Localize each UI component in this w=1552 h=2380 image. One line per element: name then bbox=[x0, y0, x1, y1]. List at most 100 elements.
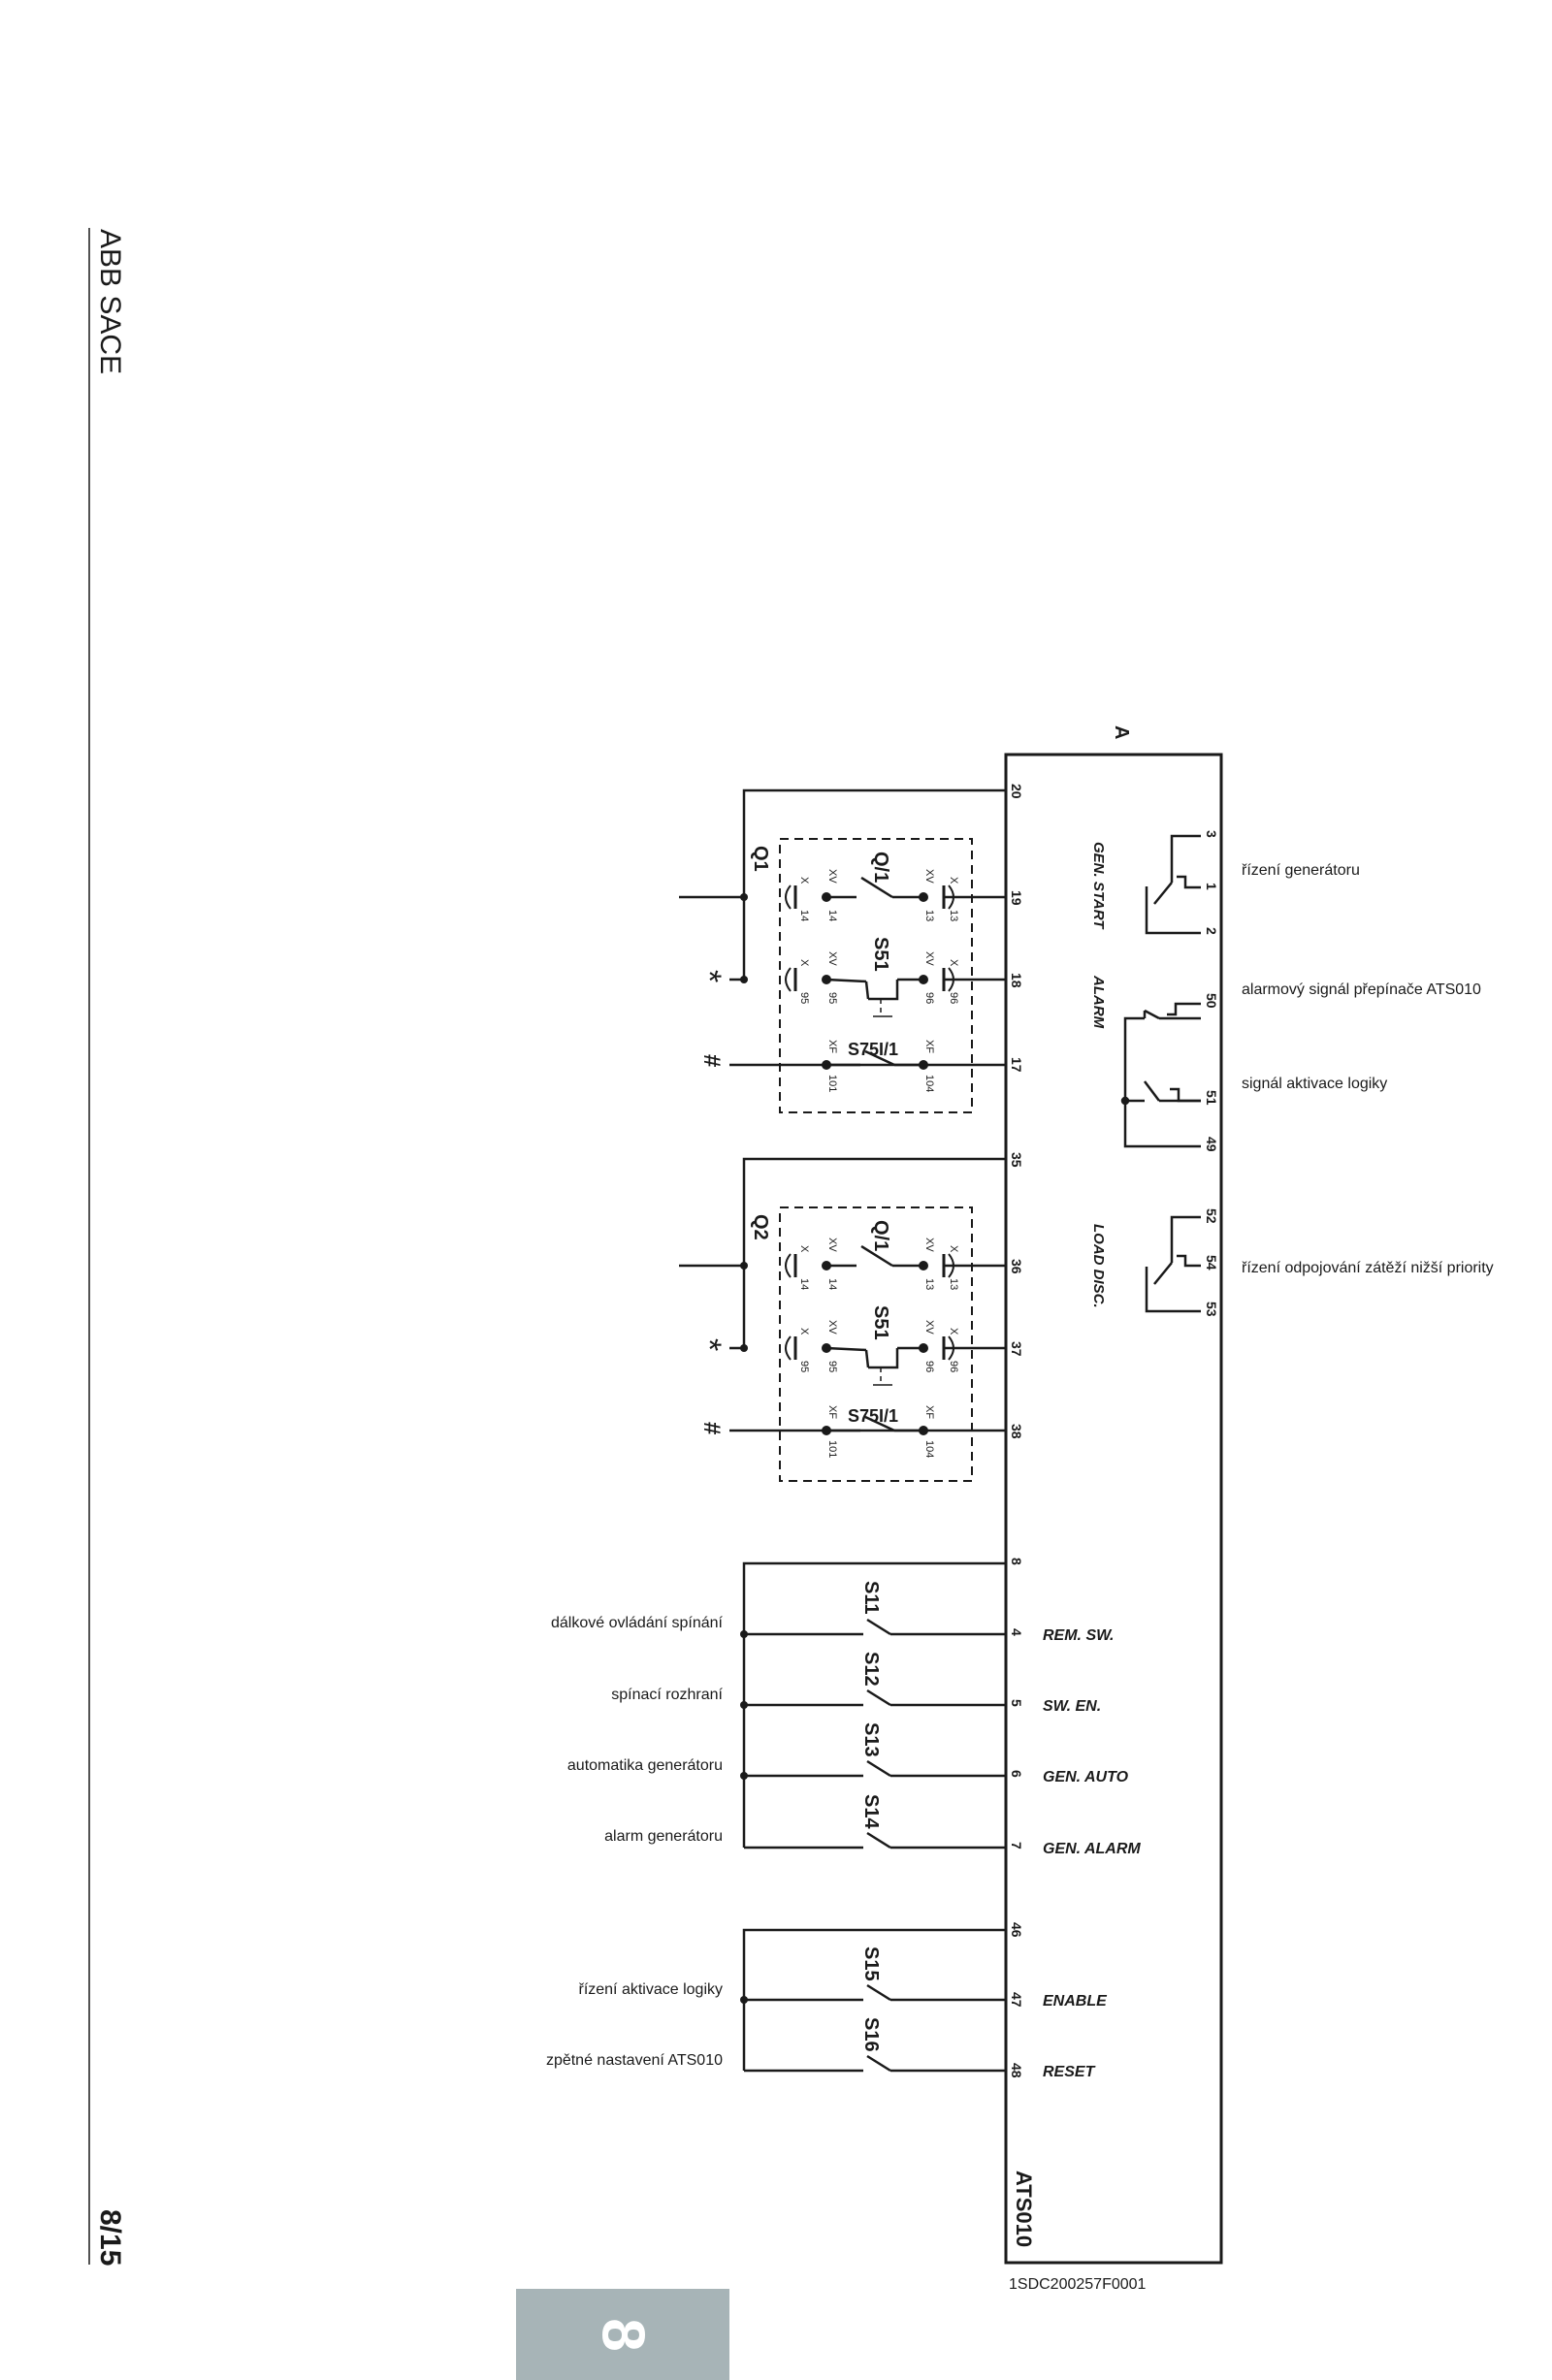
q2-n95a: 95 bbox=[826, 1361, 838, 1372]
doc-code: 1SDC200257F0001 bbox=[1009, 2276, 1147, 2293]
q1-star: * bbox=[691, 970, 728, 982]
section-tab-label: 8 bbox=[589, 2317, 657, 2352]
q2-xv2-label: XV bbox=[826, 1238, 838, 1252]
q2-s75-label: S75I/1 bbox=[848, 1406, 898, 1426]
q2-xf-label: XF bbox=[923, 1405, 935, 1419]
desc-switch-interface: spínací rozhraní bbox=[611, 1687, 723, 1703]
q2-n13b: 13 bbox=[923, 1278, 935, 1290]
q1-xv-label: XV bbox=[923, 869, 935, 884]
switch-s12: S12 bbox=[860, 1652, 882, 1687]
q2-star: * bbox=[691, 1338, 728, 1351]
q1-n96a: 96 bbox=[948, 992, 959, 1004]
q2-term-38: 38 bbox=[1009, 1424, 1024, 1439]
desc-gen-alarm: alarm generátoru bbox=[604, 1828, 723, 1845]
term-51: 51 bbox=[1204, 1090, 1219, 1106]
q1-n95b: 95 bbox=[798, 992, 810, 1004]
q1-x4-label: X bbox=[798, 959, 810, 967]
q2-n101: 101 bbox=[826, 1440, 838, 1458]
term-1: 1 bbox=[1204, 883, 1219, 890]
signal-rem-sw: REM. SW. bbox=[1043, 1627, 1114, 1644]
switch-s15: S15 bbox=[860, 1946, 882, 1981]
switch-s11: S11 bbox=[860, 1581, 882, 1614]
page-number: 8/15 bbox=[94, 2209, 126, 2266]
in-term-48: 48 bbox=[1009, 2063, 1024, 2078]
q1-name: Q1 bbox=[750, 846, 771, 872]
q2-xv3-label: XV bbox=[923, 1320, 935, 1335]
signal-gen-auto: GEN. AUTO bbox=[1043, 1769, 1129, 1785]
input-group-1 bbox=[742, 1561, 1006, 1849]
q2-n14a: 14 bbox=[826, 1278, 838, 1290]
q1-n104: 104 bbox=[923, 1075, 935, 1092]
alarm-desc: alarmový signál přepínače ATS010 bbox=[1242, 981, 1481, 998]
section-tab: 8 bbox=[516, 2289, 729, 2380]
q1-n101: 101 bbox=[826, 1075, 838, 1092]
in-term-7: 7 bbox=[1009, 1842, 1024, 1849]
q2-name: Q2 bbox=[750, 1214, 771, 1240]
term-3: 3 bbox=[1204, 830, 1219, 838]
switch-s14: S14 bbox=[860, 1794, 882, 1829]
signal-gen-alarm: GEN. ALARM bbox=[1043, 1841, 1141, 1857]
q2-n95b: 95 bbox=[798, 1361, 810, 1372]
term-53: 53 bbox=[1204, 1302, 1219, 1317]
q2-n104: 104 bbox=[923, 1440, 935, 1458]
switch-s13: S13 bbox=[860, 1722, 882, 1757]
desc-remote: dálkové ovládání spínání bbox=[551, 1615, 724, 1631]
q1-contact-label: Q/1 bbox=[870, 852, 891, 883]
desc-reset: zpětné nastavení ATS010 bbox=[546, 2052, 723, 2069]
term-52: 52 bbox=[1204, 1208, 1219, 1224]
q1-term-17: 17 bbox=[1009, 1057, 1024, 1073]
term-49: 49 bbox=[1204, 1137, 1219, 1152]
q2-contact-label: Q/1 bbox=[870, 1220, 891, 1251]
gen-start-contact bbox=[1145, 834, 1201, 935]
in-term-6: 6 bbox=[1009, 1770, 1024, 1778]
desc-gen-auto: automatika generátoru bbox=[567, 1757, 723, 1774]
q1-x2-label: X bbox=[798, 877, 810, 884]
in-term-8: 8 bbox=[1009, 1558, 1024, 1565]
q1-group bbox=[679, 788, 1006, 1113]
q1-n96b: 96 bbox=[923, 992, 935, 1004]
q1-hash: # bbox=[698, 1054, 725, 1067]
logic-signal-desc: signál aktivace logiky bbox=[1242, 1076, 1387, 1092]
q1-n13b: 13 bbox=[923, 910, 935, 921]
ats010-module-box bbox=[1004, 753, 1223, 2265]
q2-xv-label: XV bbox=[923, 1238, 935, 1252]
q1-n14b: 14 bbox=[798, 910, 810, 921]
q2-n96b: 96 bbox=[923, 1361, 935, 1372]
signal-reset: RESET bbox=[1043, 2064, 1096, 2080]
in-term-46: 46 bbox=[1009, 1922, 1024, 1938]
term-50: 50 bbox=[1204, 993, 1219, 1009]
q1-n14a: 14 bbox=[826, 910, 838, 921]
q2-x-label: X bbox=[948, 1245, 959, 1253]
brand-label: ABB SACE bbox=[94, 229, 126, 374]
q1-s75-label: S75I/1 bbox=[848, 1040, 898, 1059]
q1-term-18: 18 bbox=[1009, 973, 1024, 988]
q2-hash: # bbox=[698, 1422, 725, 1434]
q2-n96a: 96 bbox=[948, 1361, 959, 1372]
q1-n95a: 95 bbox=[826, 992, 838, 1004]
q1-xv3-label: XV bbox=[923, 951, 935, 966]
q2-x4-label: X bbox=[798, 1328, 810, 1335]
signal-sw-en: SW. EN. bbox=[1043, 1698, 1101, 1715]
alarm-contact bbox=[1120, 1002, 1201, 1148]
q2-term-35: 35 bbox=[1009, 1152, 1024, 1168]
q1-term-19: 19 bbox=[1009, 890, 1024, 906]
alarm-title: ALARM bbox=[1090, 975, 1107, 1029]
signal-enable: ENABLE bbox=[1043, 1993, 1108, 2010]
module-name: ATS010 bbox=[1012, 2171, 1036, 2247]
q2-s51-label: S51 bbox=[870, 1305, 891, 1340]
q2-x2-label: X bbox=[798, 1245, 810, 1253]
q2-n13a: 13 bbox=[948, 1278, 959, 1290]
load-disc-title: LOAD DISC. bbox=[1090, 1224, 1107, 1308]
in-term-47: 47 bbox=[1009, 1992, 1024, 2008]
load-disc-desc: řízení odpojování zátěží nižší priority bbox=[1242, 1260, 1494, 1276]
in-term-5: 5 bbox=[1009, 1699, 1024, 1707]
term-54: 54 bbox=[1204, 1255, 1219, 1270]
term-2: 2 bbox=[1204, 927, 1219, 935]
q1-n13a: 13 bbox=[948, 910, 959, 921]
q1-s51-label: S51 bbox=[870, 937, 891, 972]
desc-logic-enable: řízení aktivace logiky bbox=[578, 1981, 723, 1998]
q2-group bbox=[679, 1157, 1006, 1482]
q2-term-36: 36 bbox=[1009, 1259, 1024, 1274]
input-group-2 bbox=[742, 1928, 1006, 2073]
